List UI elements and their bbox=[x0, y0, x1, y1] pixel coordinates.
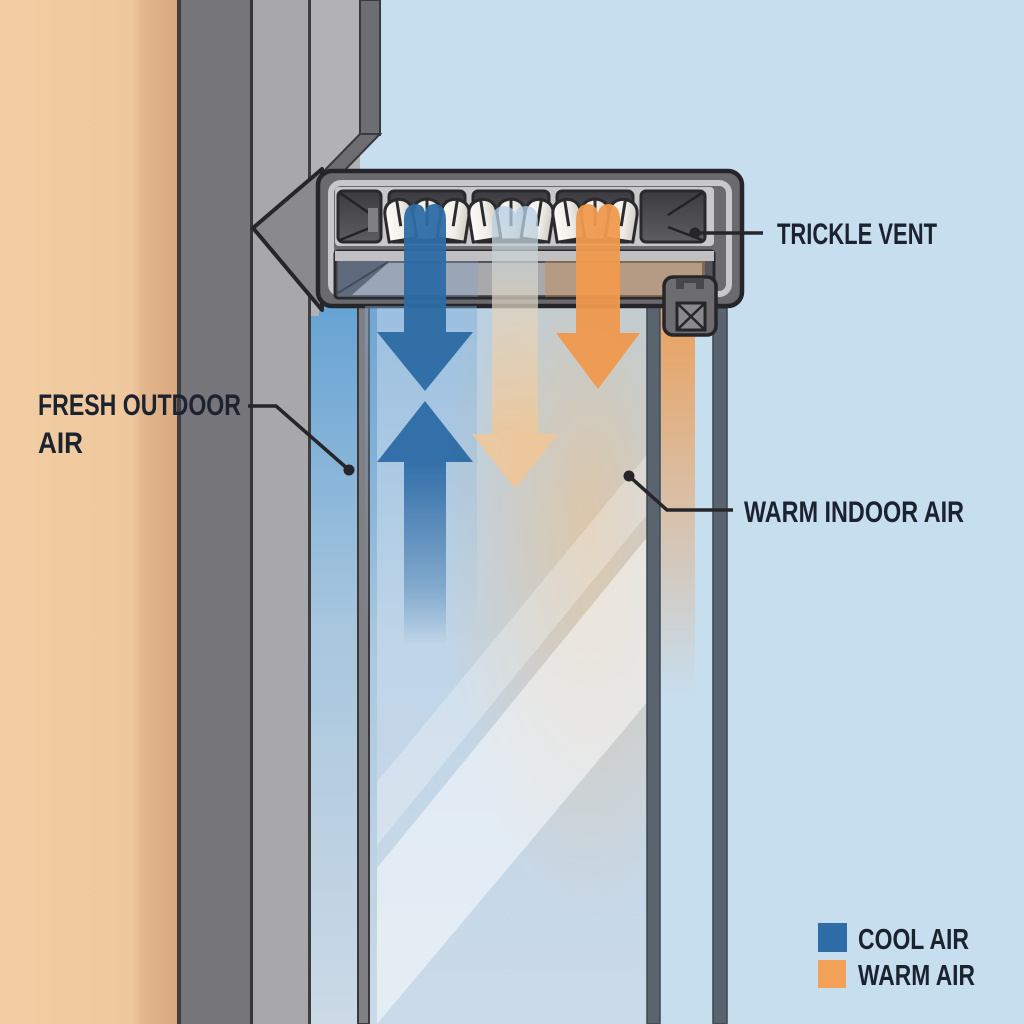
sash-bar-right bbox=[712, 307, 728, 1024]
leader-dot bbox=[623, 470, 635, 482]
legend-swatch-warm-air bbox=[818, 960, 846, 988]
glass-reflection-streak bbox=[377, 535, 649, 1024]
legend-label-warm-air: WARM AIR bbox=[858, 960, 975, 992]
leader-lines bbox=[248, 231, 763, 512]
legend-label-cool-air: COOL AIR bbox=[858, 924, 969, 956]
vent-slot-end-right bbox=[639, 189, 707, 244]
latch-notch bbox=[676, 278, 704, 289]
vent-slot-end-inner bbox=[368, 208, 378, 232]
label-trickle-vent: TRICKLE VENT bbox=[777, 218, 937, 251]
frame-mid-column bbox=[253, 0, 309, 1024]
leader-dots bbox=[343, 227, 701, 482]
glass-reflection-streak bbox=[377, 452, 649, 845]
warm-air-down-arrow bbox=[556, 204, 640, 389]
outer-frame-strip-upper bbox=[359, 0, 381, 136]
label-fresh-outdoor-air-line1: FRESH OUTDOOR bbox=[38, 389, 241, 422]
outdoor-wall bbox=[0, 0, 178, 1024]
leader-line-warm-indoor-air bbox=[627, 474, 733, 512]
vent-latch bbox=[662, 275, 718, 337]
vent-slot-perspective-lines bbox=[339, 191, 373, 242]
cool-air-down-arrow bbox=[377, 204, 473, 391]
leader-dot bbox=[343, 464, 355, 476]
mixed-air-down-arrow bbox=[472, 206, 558, 489]
leader-dot bbox=[689, 227, 701, 239]
cool-air-up-arrow bbox=[377, 401, 473, 645]
warm-air-band bbox=[661, 300, 695, 770]
wall-edge-line bbox=[177, 0, 181, 1024]
airflow-arrows bbox=[365, 204, 640, 646]
sash-bar-left bbox=[646, 302, 661, 1024]
legend-swatch-cool-air bbox=[818, 923, 847, 952]
label-fresh-outdoor-air-line2: AIR bbox=[38, 427, 83, 460]
frame-edge-line bbox=[250, 0, 253, 1024]
legend: COOL AIR WARM AIR bbox=[818, 923, 975, 992]
label-warm-indoor-air: WARM INDOOR AIR bbox=[744, 496, 964, 529]
frame-edge-line bbox=[308, 0, 311, 1024]
leader-line-fresh-outdoor-air bbox=[248, 404, 351, 472]
frame-outer-column bbox=[181, 0, 252, 1024]
